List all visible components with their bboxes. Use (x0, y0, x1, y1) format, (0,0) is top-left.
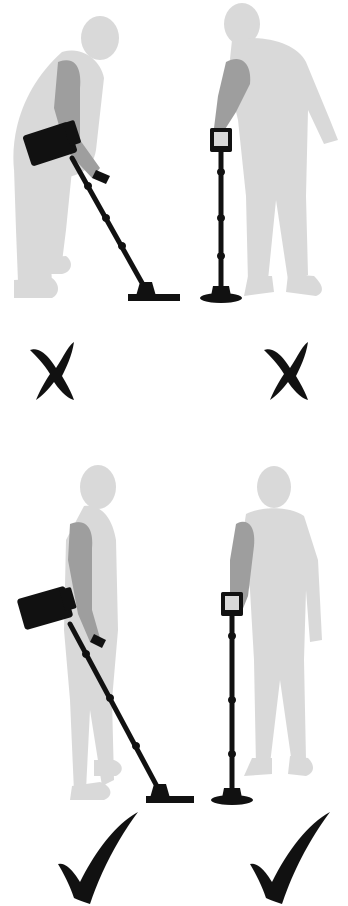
figure-bent-over-side (13, 16, 180, 301)
figure-upright-front (211, 466, 322, 805)
person-silhouette (224, 3, 338, 296)
person-silhouette (242, 466, 322, 776)
cross-icon (264, 342, 308, 400)
figure-slouched-front (200, 3, 338, 303)
metal-detector (200, 128, 242, 303)
figure-upright-side (17, 465, 194, 803)
check-icon (58, 812, 138, 904)
cross-icon (30, 342, 74, 400)
check-icon (250, 812, 330, 904)
